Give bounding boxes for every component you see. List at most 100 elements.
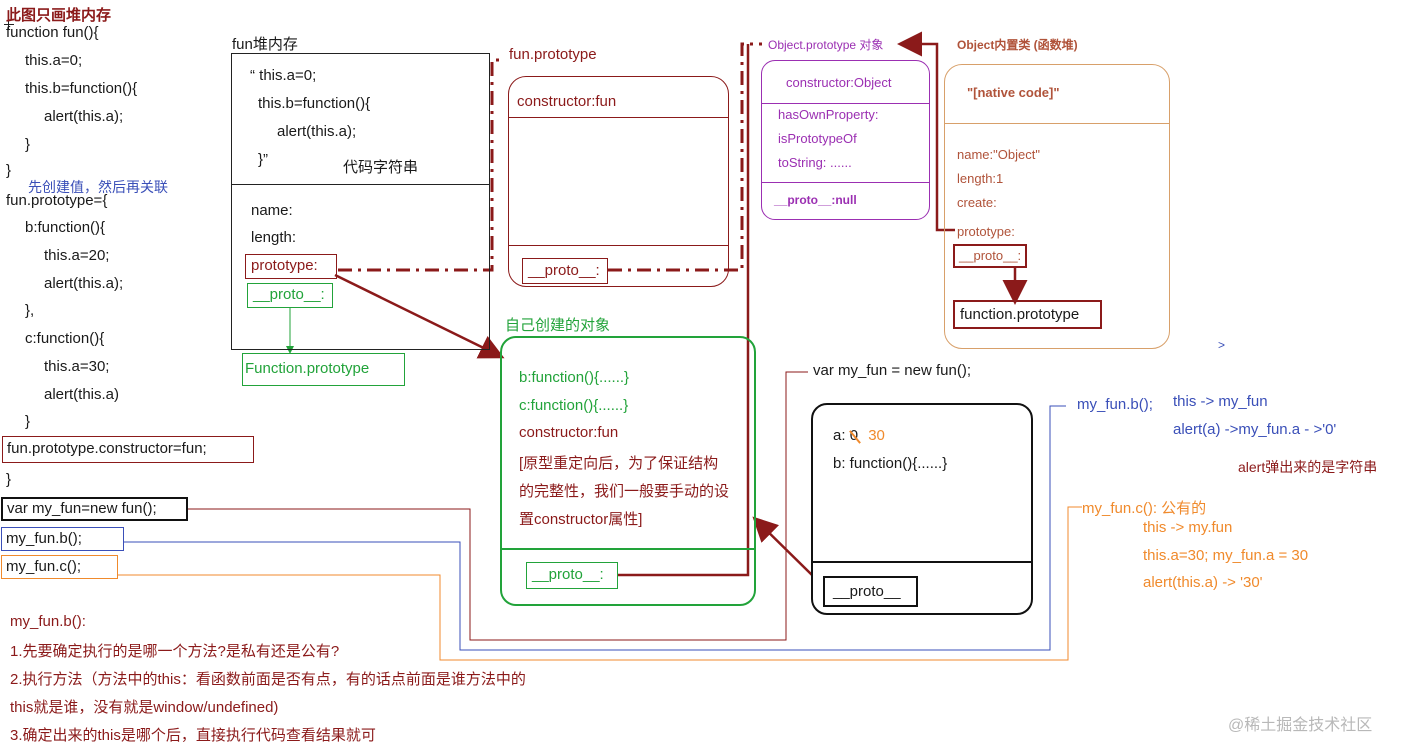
diagram-heading: 此图只画堆内存 [6, 7, 112, 24]
code-line: alert(this.a); [44, 108, 124, 125]
own-object-note: 置constructor属性] [519, 511, 643, 528]
object-proto-null: __proto__:null [774, 193, 857, 207]
own-object-note: 的完整性，我们一般要手动的设 [519, 483, 730, 500]
instance-label: var my_fun = new fun(); [813, 362, 971, 379]
annotation-c-this: this -> my.fun [1143, 519, 1233, 536]
fun-code-line: alert(this.a); [277, 123, 357, 140]
divider [509, 245, 728, 246]
fun-heap-box: “ this.a=0; this.b=function(){ alert(thi… [231, 53, 490, 350]
instance-proto-arrow [752, 516, 813, 576]
call-c-code-box: my_fun.c(); [1, 555, 118, 579]
annotation-c-alert: alert(this.a) -> '30' [1143, 574, 1263, 591]
fun-proto-prop-box: __proto__: [247, 283, 333, 308]
fun-length-prop: length: [251, 229, 297, 246]
fun-proto-to-object-prototype-line [608, 42, 762, 272]
code-line: this.b=function(){ [25, 80, 138, 97]
new-instance-line [188, 371, 808, 641]
call-c-line [118, 506, 1082, 661]
code-line: alert(this.a); [44, 275, 124, 292]
fun-code-line: }” [258, 151, 269, 168]
instance-proto-box: __proto__ [823, 576, 918, 607]
own-object-note: [原型重定向后，为了保证结构 [519, 455, 719, 472]
fun-code-line: this.b=function(){ [258, 95, 371, 112]
object-class-title: Object内置类 (函数堆) [957, 38, 1078, 52]
stray-mark: > [1218, 338, 1226, 352]
explanation-step: 3.确定出来的this是哪个后，直接执行代码查看结果就可 [10, 727, 376, 744]
fun-prototype-prop-box: prototype: [245, 254, 337, 279]
object-constructor-prop: constructor:Object [786, 75, 892, 90]
call-b-line [124, 405, 1066, 651]
prototype-link-line [338, 58, 505, 272]
object-prototype-title: Object.prototype 对象 [768, 38, 884, 52]
prototype-redirect-arrow [334, 273, 505, 359]
call-b-code-box: my_fun.b(); [1, 527, 124, 551]
code-line: } [6, 471, 12, 488]
fun-name-prop: name: [251, 202, 293, 219]
code-line: function fun(){ [6, 24, 99, 41]
explanation-title: my_fun.b(): [10, 613, 86, 630]
constructor-assignment-box: fun.prototype.constructor=fun; [2, 436, 254, 463]
instance-a-key: a: [833, 427, 846, 444]
code-line: c:function(){ [25, 330, 105, 347]
instance-b-prop: b: function(){......} [833, 455, 948, 472]
own-object-b-method: b:function(){......} [519, 369, 630, 386]
object-prototype-box: constructor:Object hasOwnProperty: isPro… [761, 60, 930, 220]
divider [232, 184, 489, 185]
code-string-label: 代码字符串 [343, 159, 419, 176]
object-method-prop: hasOwnProperty: [778, 107, 879, 122]
code-line: alert(this.a) [44, 386, 120, 403]
object-class-name-prop: name:"Object" [957, 147, 1040, 162]
object-method-prop: toString: ...... [778, 155, 852, 170]
annotation-call-b: my_fun.b(); [1077, 396, 1153, 413]
code-line: fun.prototype={ [6, 192, 108, 209]
object-class-function-prototype-box: function.prototype [953, 300, 1102, 329]
fun-prototype-proto-box: __proto__: [522, 258, 608, 284]
note-create-then-link: 先创建值，然后再关联 [28, 179, 168, 195]
code-line: b:function(){ [25, 219, 106, 236]
divider [502, 548, 754, 550]
annotation-string-note: alert弹出来的是字符串 [1238, 459, 1378, 475]
object-class-box: "[native code]" name:"Object" length:1 c… [944, 64, 1170, 349]
watermark: @稀土掘金技术社区 [1228, 717, 1373, 734]
native-code-label: "[native code]" [967, 85, 1060, 100]
own-object-box: b:function(){......} c:function(){......… [500, 336, 756, 606]
object-class-prototype-line [897, 31, 955, 232]
object-class-length-prop: length:1 [957, 171, 1004, 186]
own-object-proto-line [618, 44, 750, 577]
object-class-prototype-prop: prototype: [957, 224, 1015, 239]
object-method-prop: isPrototypeOf [778, 131, 857, 146]
divider [509, 117, 728, 118]
fun-heap-title: fun堆内存 [232, 36, 298, 53]
own-object-title: 自己创建的对象 [505, 317, 611, 334]
code-line: }, [25, 302, 35, 319]
annotation-b-alert: alert(a) ->my_fun.a - >'0' [1173, 421, 1337, 438]
code-line: this.a=30; [44, 358, 110, 375]
fun-code-line: “ this.a=0; [250, 67, 317, 84]
instance-a-old-value: 0 [848, 427, 861, 444]
fun-prototype-constructor: constructor:fun [517, 93, 617, 110]
divider [813, 561, 1031, 563]
instance-a-prop: a: 0 30 [833, 427, 885, 444]
own-object-c-method: c:function(){......} [519, 397, 629, 414]
annotation-c-assign: this.a=30; my_fun.a = 30 [1143, 547, 1309, 564]
instance-box: a: 0 30 b: function(){......} [811, 403, 1033, 615]
code-line: } [25, 413, 31, 430]
object-class-create-prop: create: [957, 195, 997, 210]
code-line: } [6, 162, 12, 179]
code-line: this.a=0; [25, 52, 83, 69]
object-class-proto-box: __proto__: [953, 244, 1027, 268]
explanation-step: 1.先要确定执行的是哪一个方法?是私有还是公有? [10, 643, 340, 660]
code-line: this.a=20; [44, 247, 110, 264]
fun-prototype-title: fun.prototype [509, 46, 597, 63]
explanation-step: this就是谁，没有就是window/undefined) [10, 699, 279, 716]
divider [762, 182, 929, 183]
explanation-step: 2.执行方法（方法中的this：看函数前面是否有点，有的话点前面是谁方法中的 [10, 671, 526, 688]
divider [945, 123, 1169, 124]
annotation-b-this: this -> my_fun [1173, 393, 1268, 410]
own-object-constructor: constructor:fun [519, 424, 619, 441]
function-prototype-box: Function.prototype [242, 353, 405, 386]
fun-prototype-box: constructor:fun [508, 76, 729, 287]
new-instance-code-box: var my_fun=new fun(); [1, 497, 188, 521]
text-cursor-icon [4, 20, 14, 30]
